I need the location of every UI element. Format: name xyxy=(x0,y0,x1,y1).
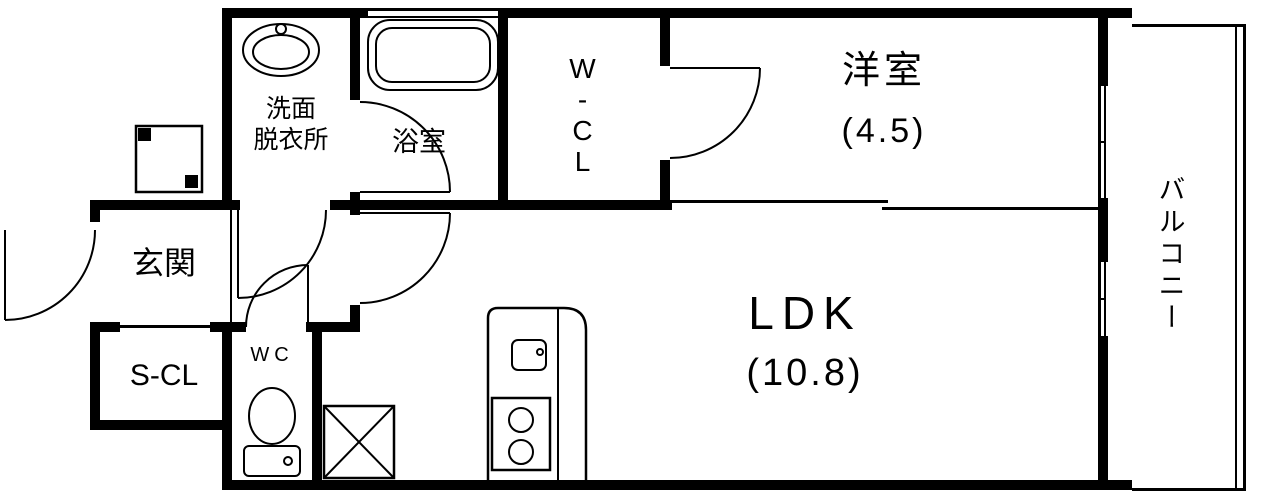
room-label-bathroom: 浴室 xyxy=(392,127,446,157)
wall-entrance-scl-right xyxy=(210,322,232,332)
balcony-railing-right-inner xyxy=(1235,24,1237,491)
room-label-entrance: 玄関 xyxy=(131,245,196,281)
wall-right-upper xyxy=(1098,8,1108,86)
wall-corridor-stub-right xyxy=(330,200,360,210)
wall-wc-right xyxy=(312,322,322,490)
western-room-window-tick xyxy=(1098,141,1106,143)
wall-top-right xyxy=(498,8,1132,18)
washroom-door-arc xyxy=(238,210,326,298)
balcony-railing-bottom xyxy=(1132,488,1246,491)
wall-corridor-ldk-lower xyxy=(350,305,360,330)
balcony-railing-top xyxy=(1132,24,1246,27)
wall-top-left xyxy=(222,8,368,18)
wall-entrance-left-upper xyxy=(90,200,100,222)
ldk-window-tick xyxy=(1098,298,1106,300)
wall-wc-top-right xyxy=(306,322,360,332)
wall-wcl-room-upper xyxy=(660,8,670,66)
wall-ldk-top xyxy=(360,200,672,210)
kitchen-counter-icon xyxy=(488,308,586,488)
ldk-door-arc xyxy=(360,213,450,303)
washroom-label-line2: 脱衣所 xyxy=(253,126,329,155)
balcony-railing-right-outer xyxy=(1243,24,1246,491)
toilet-icon xyxy=(244,388,300,476)
wall-washroom-left xyxy=(222,8,232,210)
wall-right-middle xyxy=(1098,198,1108,262)
room-size-ldk: (10.8) xyxy=(746,352,864,394)
stove-icon xyxy=(492,398,550,470)
wall-entrance-scl-left xyxy=(90,322,120,332)
washbasin-icon xyxy=(243,24,319,76)
scl-door-line xyxy=(118,325,212,328)
wall-scl-bottom xyxy=(90,420,232,430)
entrance-door-arc xyxy=(5,230,95,320)
wall-bath-wcl xyxy=(498,8,508,210)
wall-entrance-left-lower xyxy=(90,322,100,430)
room-label-western-room: 洋室 xyxy=(841,50,926,92)
closet-door-arc xyxy=(670,68,760,158)
sliding-door-panel-2 xyxy=(882,207,1098,210)
room-label-ldk: LDK xyxy=(748,287,862,339)
wall-corridor-stub-left xyxy=(232,200,240,210)
room-label-washroom: 洗面 脱衣所 xyxy=(234,94,348,157)
wall-washroom-bath-upper xyxy=(350,8,360,100)
bath-window xyxy=(368,8,498,11)
room-label-shoe-closet: S-CL xyxy=(129,359,199,392)
wall-wc-top-left xyxy=(232,322,246,332)
room-label-balcony: バルコニー xyxy=(1154,175,1185,335)
sliding-door-panel-1 xyxy=(672,200,888,203)
bath-window xyxy=(368,15,498,18)
wall-corridor-ldk-upper xyxy=(350,200,360,215)
entrance-step-line xyxy=(230,210,232,322)
room-size-western-room: (4.5) xyxy=(841,112,927,150)
room-label-wc: WC xyxy=(250,344,294,366)
wc-door-arc xyxy=(246,265,308,327)
wall-wcl-room-lower xyxy=(660,160,670,210)
bathtub-icon xyxy=(368,20,498,90)
wall-right-lower xyxy=(1098,336,1108,490)
wall-bottom xyxy=(222,480,1132,490)
wall-entrance-top xyxy=(90,200,232,210)
meter-box-icon xyxy=(136,126,202,192)
wall-wc-left xyxy=(222,322,232,490)
room-label-wcl: W-CL xyxy=(567,53,598,177)
bathroom-door-arc xyxy=(360,102,450,192)
pipe-shaft-icon xyxy=(324,406,394,478)
washroom-label-line1: 洗面 xyxy=(265,95,316,123)
